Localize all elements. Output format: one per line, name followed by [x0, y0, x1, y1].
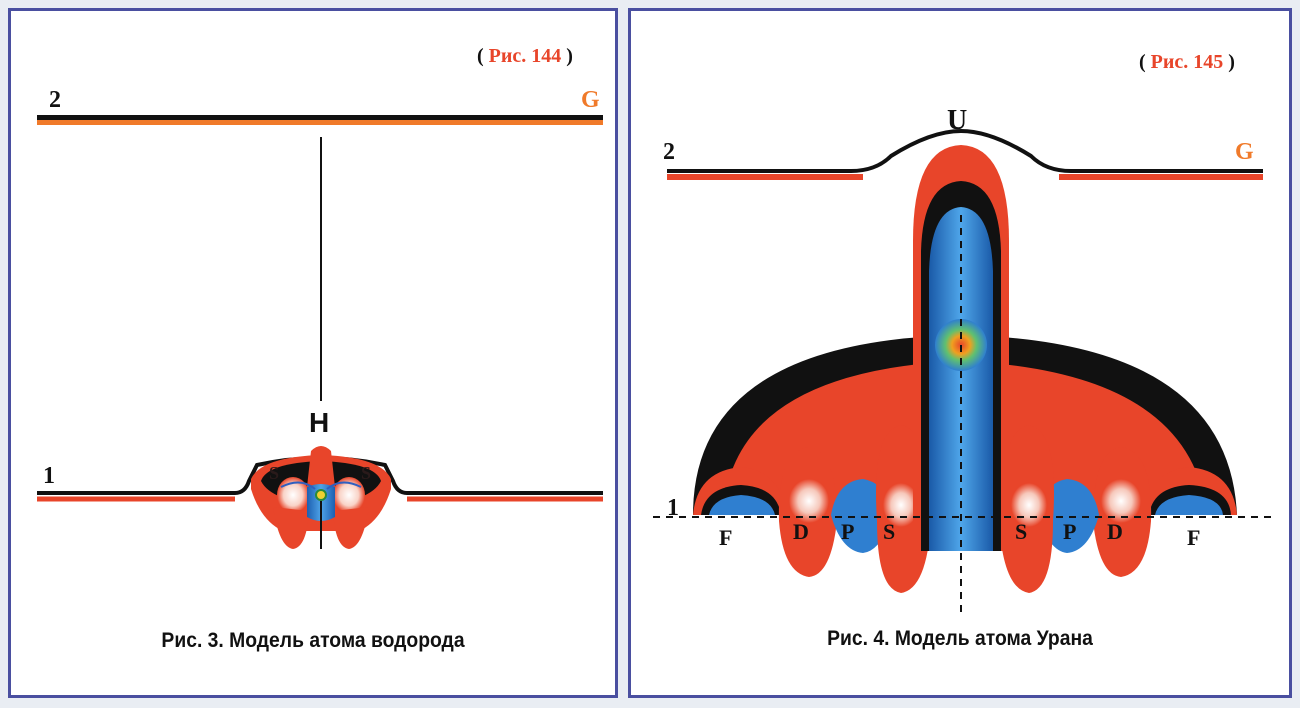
- fig-ref-label: Рис. 145: [1150, 51, 1224, 73]
- level-1-label: 1: [43, 463, 55, 489]
- orbital-label-p-left: P: [841, 519, 855, 544]
- caption-hydrogen: Рис. 3. Модель атома водорода: [161, 629, 465, 652]
- orbital-label-p-right: P: [1063, 519, 1077, 544]
- orbital-label-d-right: D: [1107, 519, 1123, 544]
- fig-ref-open: (: [1139, 51, 1146, 73]
- fig-ref-open: (: [477, 45, 484, 67]
- level-g-label: G: [581, 87, 600, 113]
- level-2-line: [37, 115, 603, 120]
- atom-symbol-u: U: [947, 105, 968, 136]
- figure-panel-uranium: ( Рис. 145 ) U 2 G 1 F D P S S P D F Рис…: [628, 8, 1292, 698]
- orbital-label-d-left: D: [793, 519, 809, 544]
- atom-symbol-h: H: [309, 407, 330, 438]
- hydrogen-diagram: [37, 115, 603, 549]
- orbital-lobes-right: [999, 425, 1237, 593]
- fig-ref-label: Рис. 144: [488, 45, 562, 67]
- orbital-label-s-left: S: [269, 463, 280, 483]
- level-2-label: 2: [49, 87, 61, 113]
- figure-panel-hydrogen: ( Рис. 144 ) 2 G 1 H S S Рис. 3. Модель …: [8, 8, 618, 698]
- orbital-label-s-left: S: [883, 519, 896, 544]
- hydrogen-atom-shape: [251, 446, 391, 549]
- orbital-label-s-right: S: [1015, 519, 1028, 544]
- caption-uranium: Рис. 4. Модель атома Урана: [827, 627, 1093, 650]
- level-2-line-orange: [37, 120, 603, 125]
- uranium-diagram: [653, 128, 1271, 615]
- fig-ref-close: ): [1228, 51, 1235, 73]
- orbital-label-f-right: F: [1187, 525, 1201, 550]
- orbital-label-f-left: F: [719, 525, 733, 550]
- figure-reference: ( Рис. 144 ): [477, 45, 573, 68]
- central-pillar-blue: [929, 207, 993, 551]
- level-1-label: 1: [667, 495, 679, 521]
- level-2-line: [667, 128, 1263, 173]
- orbital-label-s-right: S: [361, 463, 372, 483]
- figure-reference: ( Рис. 145 ): [1139, 51, 1235, 74]
- fig-ref-close: ): [566, 45, 573, 67]
- level-2-label: 2: [663, 139, 675, 165]
- level-g-label: G: [1235, 139, 1254, 165]
